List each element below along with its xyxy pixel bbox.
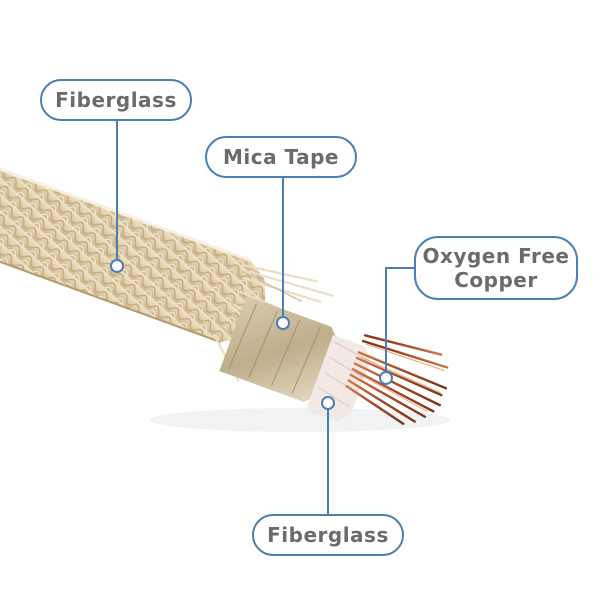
fiberglass-inner-callout: Fiberglass [252,514,404,556]
mica-tape-label: Mica Tape [222,145,339,169]
copper-label-line1: Oxygen Free [422,244,570,268]
cable-shadow [150,408,450,432]
fiberglass-outer-label: Fiberglass [55,88,177,112]
mica-tape-callout: Mica Tape [205,136,357,178]
copper-callout: Oxygen Free Copper [414,236,578,300]
copper-strands [345,334,449,425]
fiberglass-inner-label: Fiberglass [267,523,389,547]
circle-marker-icon [110,259,393,410]
copper-label-line2: Copper [454,268,538,292]
leader-lines [116,121,414,514]
fiberglass-outer-callout: Fiberglass [40,79,192,121]
mica-tape-layer [219,295,339,402]
